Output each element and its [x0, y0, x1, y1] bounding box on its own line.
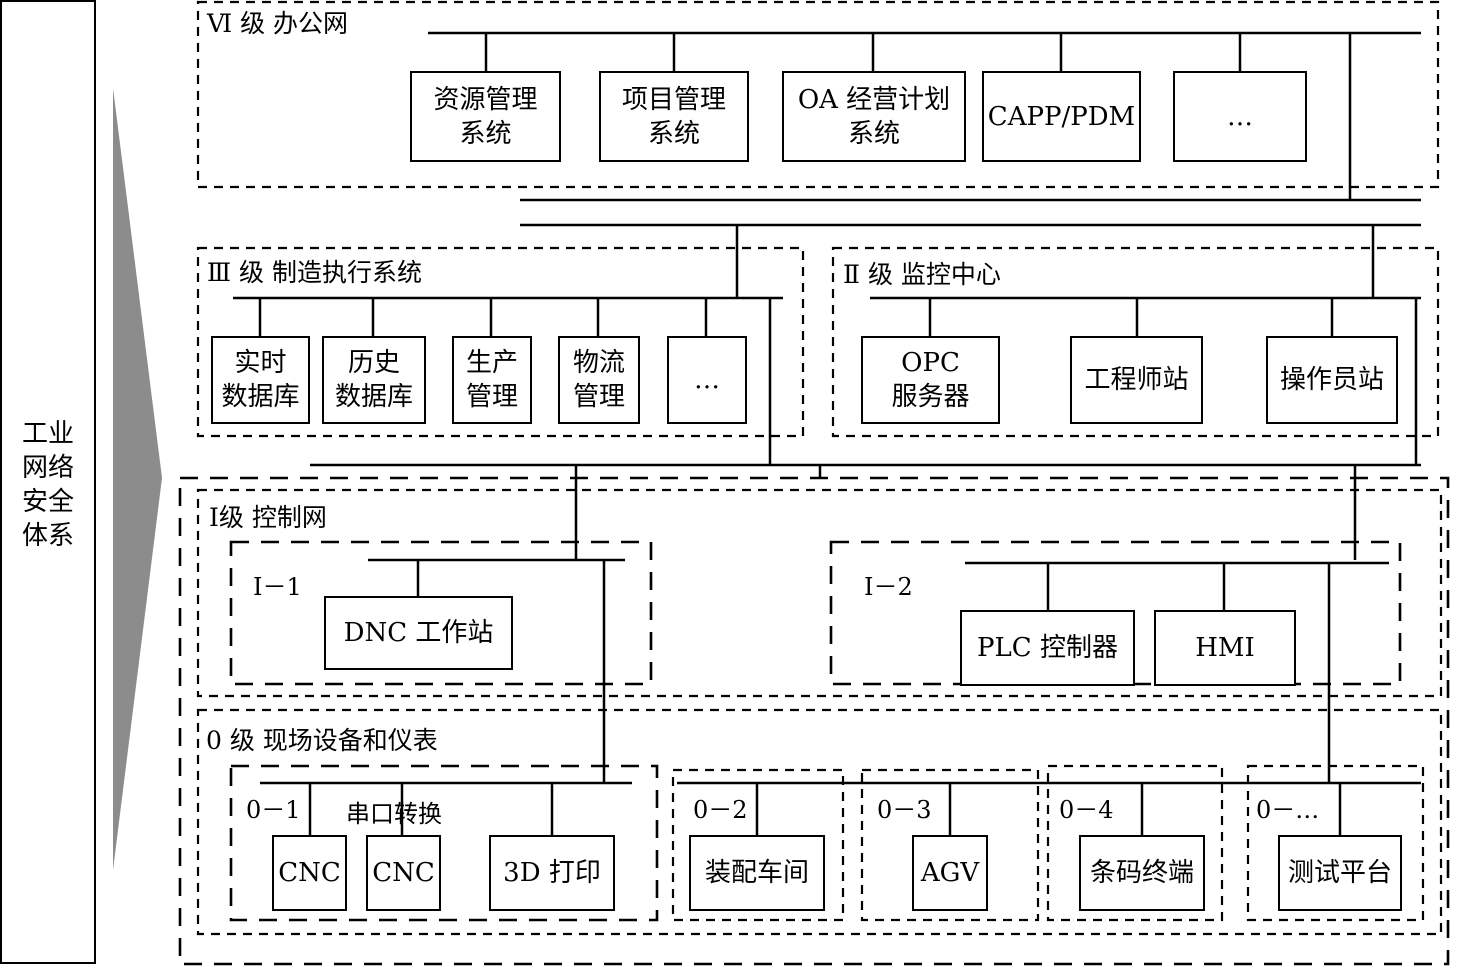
- system-title-line-3: 安全: [21, 487, 74, 517]
- serial-conversion-label: 串口转换: [346, 800, 442, 828]
- box-text-line: 条码终端: [1089, 858, 1194, 888]
- realtime-database-box: 实时数据库: [211, 336, 310, 424]
- level0-label: 0 级 现场设备和仪表: [206, 726, 438, 755]
- zone-level1-sub1: [229, 540, 653, 686]
- box-text-line: 3D 打印: [503, 858, 601, 888]
- level0-sub1-label: 0－1: [246, 796, 301, 824]
- arrow-shape: [113, 88, 162, 870]
- box-text-line: 操作员站: [1279, 365, 1384, 395]
- barcode-terminal-box: 条码终端: [1079, 835, 1205, 911]
- box-text-line: DNC 工作站: [343, 618, 494, 648]
- level1-sub1-label: Ⅰ－1: [253, 573, 302, 601]
- zone-outer-control: [178, 476, 1450, 966]
- zone-level0-sub1: [229, 764, 659, 922]
- box-text-line: 管理: [572, 382, 625, 412]
- box-text-line: CAPP/PDM: [987, 101, 1136, 132]
- zone-level0-sub5: [1246, 764, 1425, 922]
- box-text-line: 工程师站: [1084, 365, 1189, 395]
- level2-label: Ⅱ 级 监控中心: [843, 260, 1001, 289]
- zone-level6: [196, 0, 1440, 189]
- zone-level2: [831, 246, 1440, 438]
- box-text-line: 数据库: [334, 382, 413, 412]
- production-management-box: 生产管理: [452, 336, 532, 424]
- box-text-line: 系统: [459, 118, 512, 149]
- box-text-line: 数据库: [221, 382, 300, 412]
- system-title-frame: [0, 0, 96, 964]
- cnc-box-2: CNC: [366, 835, 441, 911]
- history-database-box: 历史数据库: [322, 336, 426, 424]
- project-management-box: 项目管理系统: [599, 71, 749, 162]
- box-text-line: AGV: [920, 858, 980, 888]
- zone-level0-sub2: [671, 768, 845, 922]
- box-text-line: 管理: [465, 382, 518, 412]
- box-text-line: 历史: [347, 348, 400, 378]
- 3d-print-box: 3D 打印: [489, 835, 615, 911]
- test-platform-box: 测试平台: [1278, 835, 1402, 911]
- box-text-line: OPC: [901, 348, 960, 378]
- box-text-line: 测试平台: [1287, 858, 1392, 888]
- box-text-line: PLC 控制器: [977, 633, 1118, 663]
- system-title-line-2: 网络: [21, 453, 74, 483]
- level0-sub3-label: 0－3: [877, 796, 932, 824]
- opc-server-box: OPC 服务器: [861, 336, 1000, 424]
- box-text-line: HMI: [1195, 633, 1255, 663]
- system-title: 工业 网络 安全 体系: [18, 417, 78, 553]
- capp-pdm-box: CAPP/PDM: [982, 71, 1141, 162]
- operator-station-box: 操作员站: [1266, 336, 1398, 424]
- plc-controller-box: PLC 控制器: [960, 610, 1135, 686]
- system-title-line-4: 体系: [21, 521, 74, 551]
- level6-more-box: …: [1173, 71, 1307, 162]
- box-text-line: 资源管理: [433, 84, 538, 115]
- hmi-box: HMI: [1154, 610, 1296, 686]
- zone-level0-sub4: [1046, 764, 1224, 922]
- level1-sub2-label: Ⅰ－2: [864, 573, 913, 601]
- level0-sub5-label: 0－…: [1256, 796, 1320, 824]
- zone-level3: [196, 246, 805, 438]
- engineer-station-box: 工程师站: [1070, 336, 1203, 424]
- zone-level0-sub3: [860, 768, 1040, 922]
- level3-label: Ⅲ 级 制造执行系统: [207, 258, 423, 287]
- box-text-line: 项目管理: [621, 84, 726, 115]
- dnc-workstation-box: DNC 工作站: [324, 596, 513, 670]
- assembly-workshop-box: 装配车间: [689, 835, 825, 911]
- oa-planning-box: OA 经营计划系统: [782, 71, 966, 162]
- system-title-line-1: 工业: [21, 419, 74, 449]
- box-text-line: 实时: [234, 348, 287, 378]
- box-text-line: 装配车间: [704, 858, 809, 888]
- agv-box: AGV: [912, 835, 988, 911]
- cnc-box-1: CNC: [272, 835, 347, 911]
- level6-label: Ⅵ 级 办公网: [207, 9, 349, 38]
- zone-level0: [196, 708, 1443, 936]
- box-text-line: 服务器: [891, 382, 970, 412]
- zone-level1: [196, 488, 1443, 698]
- box-text-line: 物流: [572, 348, 625, 378]
- level0-sub2-label: 0－2: [693, 796, 748, 824]
- level3-more-box: …: [667, 336, 747, 424]
- box-text-line: …: [694, 365, 720, 395]
- box-text-line: …: [1227, 101, 1253, 132]
- box-text-line: 系统: [847, 118, 900, 149]
- box-text-line: 系统: [647, 118, 700, 149]
- box-text-line: CNC: [278, 858, 341, 888]
- level1-label: Ⅰ级 控制网: [209, 503, 327, 532]
- resource-management-box: 资源管理系统: [410, 71, 561, 162]
- logistics-management-box: 物流管理: [558, 336, 640, 424]
- level0-sub4-label: 0－4: [1059, 796, 1114, 824]
- box-text-line: CNC: [372, 858, 435, 888]
- box-text-line: 生产: [465, 348, 518, 378]
- box-text-line: OA 经营计划: [797, 84, 951, 115]
